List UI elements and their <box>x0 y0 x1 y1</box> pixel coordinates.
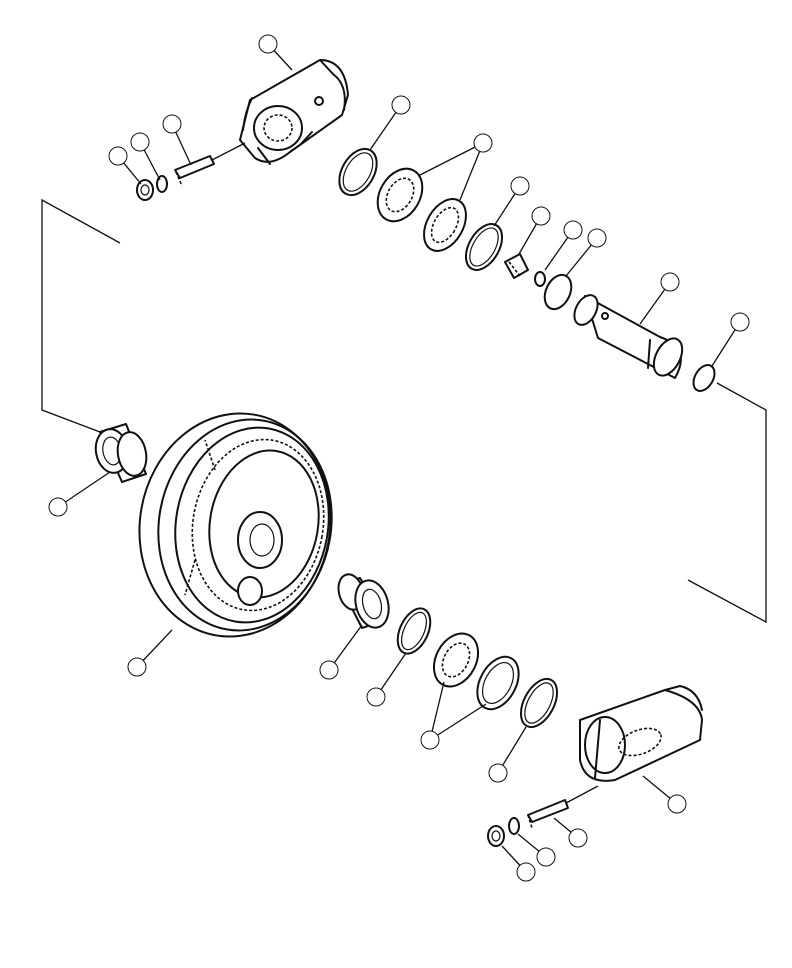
upper-bolt <box>174 142 246 187</box>
callout-circle <box>127 657 147 677</box>
assembly-frame-lines <box>41 198 767 624</box>
upper-o-ring-2 <box>464 223 504 271</box>
idler-shaft <box>573 294 684 379</box>
callout-circle <box>516 862 536 882</box>
callout-circle <box>488 763 508 783</box>
upper-o-ring <box>338 147 378 197</box>
callout-circle <box>667 794 687 814</box>
callout-circle <box>473 133 493 153</box>
plug <box>504 253 529 279</box>
callout-circle <box>587 228 607 248</box>
callout-circle <box>130 132 150 152</box>
left-bushing <box>94 423 148 483</box>
lower-o-ring-2 <box>519 677 559 729</box>
pin-o-ring <box>543 273 573 311</box>
upper-nut <box>136 179 154 201</box>
callout-circle <box>391 95 411 115</box>
callout-circle <box>536 847 556 867</box>
callout-circle <box>48 497 68 517</box>
callout-circle <box>510 176 530 196</box>
lower-o-ring <box>396 607 432 655</box>
callout-circle <box>162 114 182 134</box>
callout-circle <box>108 146 128 166</box>
upper-support-bracket <box>239 59 349 165</box>
lower-support-bracket <box>579 685 703 782</box>
lower-floating-seal-b <box>476 655 520 711</box>
callout-circle <box>420 730 440 750</box>
idler-wheel <box>138 412 333 638</box>
callout-circle <box>730 312 750 332</box>
callout-circle <box>660 272 680 292</box>
callout-circle <box>319 660 339 680</box>
callout-circle <box>563 220 583 240</box>
upper-floating-seal-b <box>423 198 467 252</box>
callout-circle <box>531 206 551 226</box>
upper-floating-seal-a <box>376 167 424 223</box>
small-o-ring <box>534 271 546 287</box>
callout-circle <box>366 687 386 707</box>
callout-circle <box>258 34 278 54</box>
lower-spring-washer <box>508 817 520 835</box>
shaft-end-o-ring <box>692 364 716 392</box>
lower-floating-seal-a <box>432 632 480 688</box>
callout-circle <box>568 828 588 848</box>
lower-bolt <box>527 785 599 829</box>
right-bushing <box>337 573 390 629</box>
lower-nut <box>487 825 505 847</box>
callout-circles <box>48 34 750 882</box>
